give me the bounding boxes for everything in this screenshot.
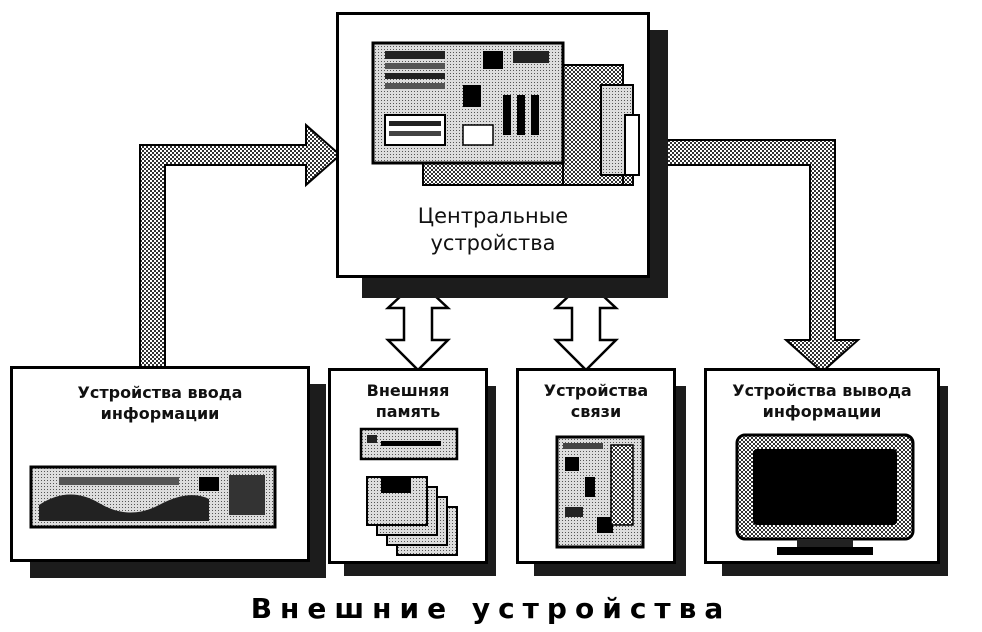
- output-label-line1: Устройства вывода: [732, 381, 912, 400]
- central-label-line2: устройства: [430, 231, 556, 256]
- arrow-input-to-central: [139, 122, 342, 369]
- central-label-line1: Центральные: [417, 204, 569, 228]
- monitor-icon: [735, 433, 915, 555]
- arrow-central-to-output: [647, 139, 861, 374]
- memory-label-line1: Внешняя: [366, 381, 450, 400]
- comm-label-line2: связи: [570, 401, 622, 421]
- input-label-line2: информации: [100, 403, 220, 423]
- external-memory-box: Внешняя память: [328, 368, 488, 564]
- input-label-line1: Устройства ввода: [77, 383, 243, 402]
- comm-label-line1: Устройства: [543, 381, 649, 400]
- output-label-line2: информации: [762, 401, 882, 421]
- keyboard-icon: [29, 465, 277, 529]
- drive-and-floppy-icon: [359, 427, 459, 556]
- communication-devices-box: Устройства связи: [516, 368, 676, 564]
- motherboard-icon: [371, 41, 640, 186]
- modem-board-icon: [555, 435, 645, 549]
- diagram-caption: Внешние устройства: [250, 592, 732, 625]
- central-devices-box: Центральные устройства: [336, 12, 650, 278]
- input-devices-box: Устройства ввода информации: [10, 366, 310, 562]
- output-devices-box: Устройства вывода информации: [704, 368, 940, 564]
- memory-label-line2: память: [375, 401, 441, 421]
